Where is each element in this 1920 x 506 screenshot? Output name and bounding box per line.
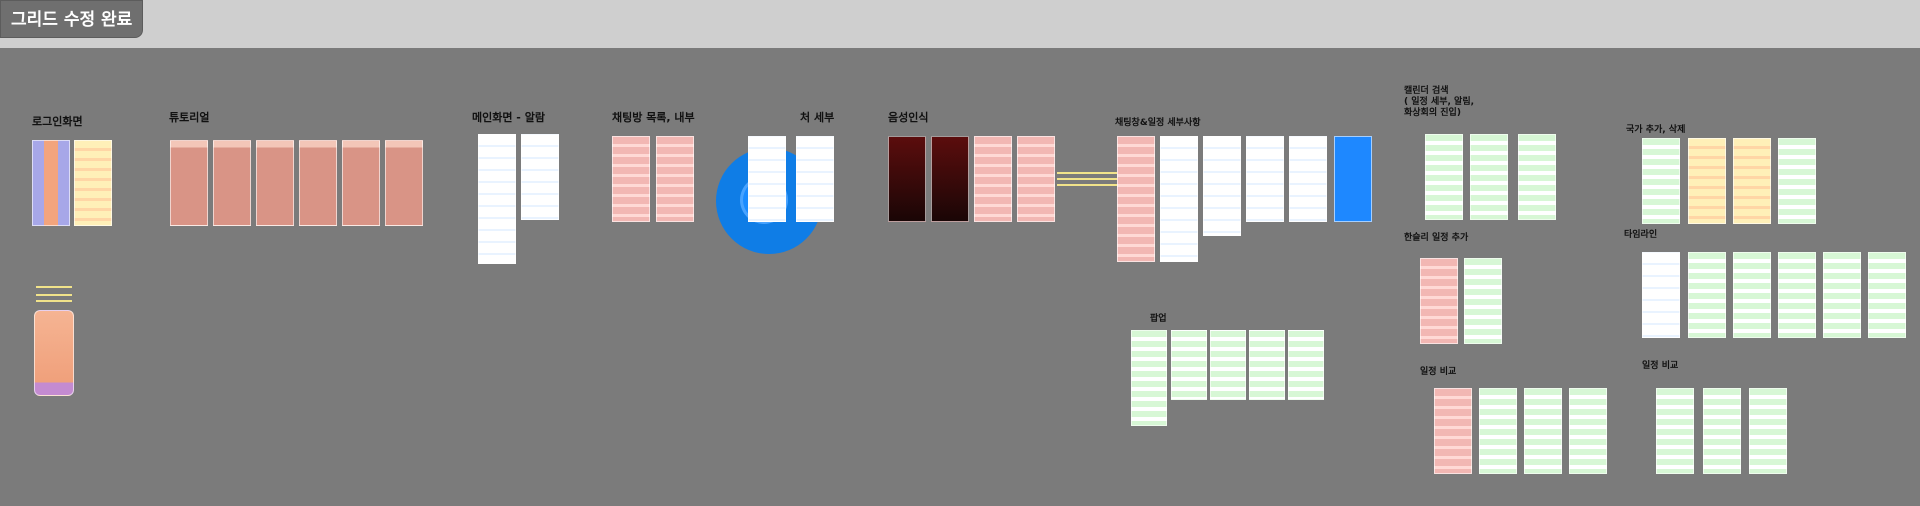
top-bar: 그리드 수정 완료 bbox=[0, 0, 1920, 48]
voice-frame-2[interactable] bbox=[931, 136, 969, 222]
chat-detail-frame-4[interactable] bbox=[1246, 136, 1284, 222]
section-label-voice: 음성인식 bbox=[888, 111, 929, 124]
tutorial-frame-1[interactable] bbox=[170, 140, 208, 226]
grid-edit-done-button[interactable]: 그리드 수정 완료 bbox=[0, 0, 144, 38]
add-schedule-frame-1[interactable] bbox=[1420, 258, 1458, 344]
flow-connector-3 bbox=[1057, 184, 1117, 186]
compare-2-frame-2[interactable] bbox=[1703, 388, 1741, 474]
voice-frame-4[interactable] bbox=[1017, 136, 1055, 222]
chat-list-frame-1[interactable] bbox=[612, 136, 650, 222]
tutorial-frame-3[interactable] bbox=[256, 140, 294, 226]
login-guide-line-3 bbox=[36, 300, 72, 302]
design-canvas[interactable]: 로그인화면 튜토리얼 메인화면 - 알람 채팅방 목록, 내부 처 세부 음성인… bbox=[0, 48, 1920, 506]
flow-connector-1 bbox=[1057, 172, 1117, 174]
section-label-login: 로그인화면 bbox=[32, 115, 83, 128]
flow-connector-2 bbox=[1057, 178, 1117, 180]
voice-frame-3[interactable] bbox=[974, 136, 1012, 222]
popup-frame-1[interactable] bbox=[1131, 330, 1167, 426]
country-frame-2[interactable] bbox=[1688, 138, 1726, 224]
section-label-main-alarm: 메인화면 - 알람 bbox=[472, 111, 545, 124]
section-label-country: 국가 추가, 삭제 bbox=[1626, 125, 1686, 135]
compare-1-frame-4[interactable] bbox=[1569, 388, 1607, 474]
timeline-frame-5[interactable] bbox=[1823, 252, 1861, 338]
country-frame-4[interactable] bbox=[1778, 138, 1816, 224]
section-label-detail: 처 세부 bbox=[800, 111, 835, 124]
tutorial-frame-4[interactable] bbox=[299, 140, 337, 226]
country-frame-1[interactable] bbox=[1642, 138, 1680, 224]
popup-frame-4[interactable] bbox=[1249, 330, 1285, 400]
section-label-calendar-search: 캘린더 검색 ( 일정 세부, 알림, 화상회의 진입) bbox=[1404, 86, 1475, 118]
section-label-compare-2: 일정 비교 bbox=[1642, 361, 1679, 371]
compare-1-frame-1[interactable] bbox=[1434, 388, 1472, 474]
popup-frame-2[interactable] bbox=[1171, 330, 1207, 400]
section-label-chat-detail: 채팅창&일정 세부사항 bbox=[1115, 118, 1201, 128]
login-guide-line-2 bbox=[36, 294, 72, 296]
tutorial-frame-2[interactable] bbox=[213, 140, 251, 226]
chat-detail-frame-3[interactable] bbox=[1203, 136, 1241, 236]
add-schedule-frame-2[interactable] bbox=[1464, 258, 1502, 344]
calendar-search-frame-3[interactable] bbox=[1518, 134, 1556, 220]
login-frame-2[interactable] bbox=[74, 140, 112, 226]
popup-frame-5[interactable] bbox=[1288, 330, 1324, 400]
voice-frame-1[interactable] bbox=[888, 136, 926, 222]
timeline-frame-3[interactable] bbox=[1733, 252, 1771, 338]
section-label-compare-1: 일정 비교 bbox=[1420, 367, 1457, 377]
login-frame-1[interactable] bbox=[32, 140, 70, 226]
country-frame-3[interactable] bbox=[1733, 138, 1771, 224]
detail-frame-1[interactable] bbox=[748, 136, 786, 222]
popup-frame-3[interactable] bbox=[1210, 330, 1246, 400]
chat-list-frame-2[interactable] bbox=[656, 136, 694, 222]
timeline-frame-4[interactable] bbox=[1778, 252, 1816, 338]
compare-1-frame-2[interactable] bbox=[1479, 388, 1517, 474]
chat-detail-frame-1[interactable] bbox=[1117, 136, 1155, 262]
section-label-chat-list: 채팅방 목록, 내부 bbox=[612, 111, 695, 124]
timeline-frame-6[interactable] bbox=[1868, 252, 1906, 338]
section-label-timeline: 타임라인 bbox=[1624, 230, 1658, 240]
calendar-search-frame-2[interactable] bbox=[1470, 134, 1508, 220]
calendar-search-frame-1[interactable] bbox=[1425, 134, 1463, 220]
compare-2-frame-1[interactable] bbox=[1656, 388, 1694, 474]
detail-frame-2[interactable] bbox=[796, 136, 834, 222]
login-guide-line-1 bbox=[36, 286, 72, 288]
section-label-popup: 팝업 bbox=[1150, 314, 1167, 324]
tutorial-frame-6[interactable] bbox=[385, 140, 423, 226]
main-alarm-frame-2[interactable] bbox=[521, 134, 559, 220]
login-phone-frame[interactable] bbox=[34, 310, 74, 396]
section-label-tutorial: 튜토리얼 bbox=[169, 111, 210, 124]
chat-detail-frame-5[interactable] bbox=[1289, 136, 1327, 222]
compare-1-frame-3[interactable] bbox=[1524, 388, 1562, 474]
section-label-add-schedule: 한슬리 일정 추가 bbox=[1404, 233, 1469, 243]
timeline-frame-1[interactable] bbox=[1642, 252, 1680, 338]
chat-detail-frame-6[interactable] bbox=[1334, 136, 1372, 222]
timeline-frame-2[interactable] bbox=[1688, 252, 1726, 338]
compare-2-frame-3[interactable] bbox=[1749, 388, 1787, 474]
tutorial-frame-5[interactable] bbox=[342, 140, 380, 226]
chat-detail-frame-2[interactable] bbox=[1160, 136, 1198, 262]
main-alarm-frame-1[interactable] bbox=[478, 134, 516, 264]
